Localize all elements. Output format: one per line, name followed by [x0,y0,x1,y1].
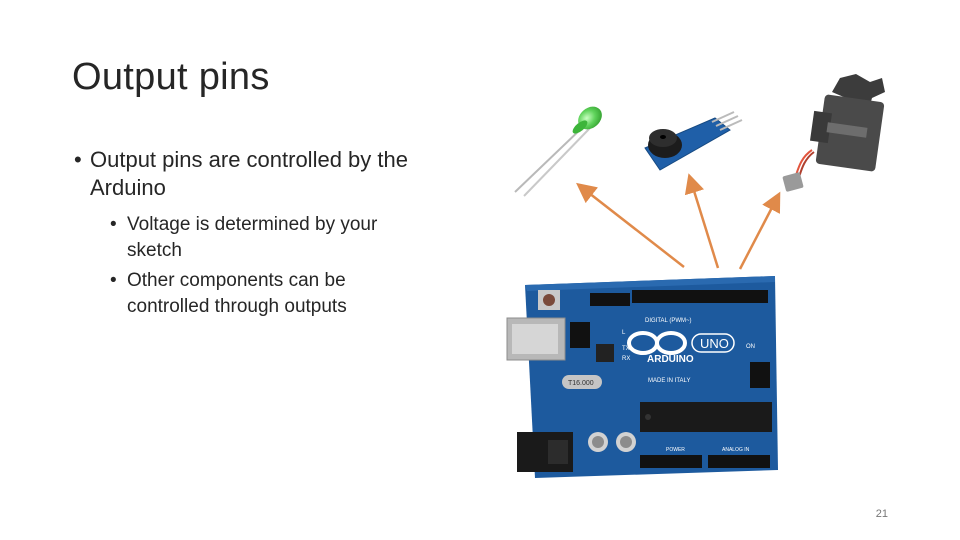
tx-label: TX [622,346,630,352]
on-label: ON [746,344,755,350]
model-label: UNO [700,336,729,351]
led-icon [515,102,606,196]
analog-label: ANALOG IN [722,447,750,453]
power-label: POWER [666,447,685,453]
rx-label: RX [622,356,630,362]
arduino-board-icon: DIGITAL (PWM~) ARDUINO UNO ON L TX RX MA… [507,276,778,478]
crystal-label: T16.000 [568,380,594,387]
servo-motor-icon [782,74,885,192]
arrows [580,178,778,269]
made-in-label: MADE IN ITALY [648,378,690,384]
buzzer-module-icon [645,112,742,170]
digital-label: DIGITAL (PWM~) [645,318,692,324]
page-number: 21 [876,508,888,520]
brand-label: ARDUINO [647,354,694,365]
